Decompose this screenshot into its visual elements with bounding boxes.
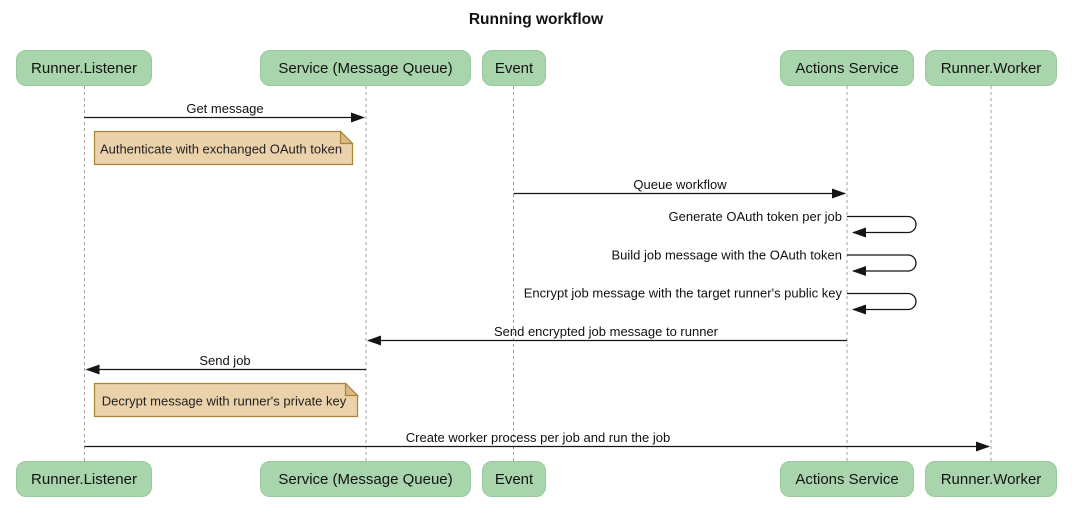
participant-runner-worker-top: Runner.Worker [925,50,1057,86]
participant-label: Service (Message Queue) [278,59,453,77]
message-label-get-message: Get message [186,101,263,116]
participant-label: Actions Service [795,59,899,77]
message-label-create-worker-process: Create worker process per job and run th… [406,430,670,445]
participant-service-message-queue-bottom: Service (Message Queue) [260,461,471,497]
message-selfloop-generate-oauth-token [847,215,917,238]
participant-runner-worker-bottom: Runner.Worker [925,461,1057,497]
participant-runner-listener-bottom: Runner.Listener [16,461,152,497]
participant-event-top: Event [482,50,546,86]
participant-runner-listener-top: Runner.Listener [16,50,152,86]
participant-label: Event [494,59,534,77]
note-authenticate-label: Authenticate with exchanged OAuth token [100,142,342,157]
participant-label: Runner.Listener [31,470,137,488]
message-selfloop-encrypt-job-message [847,292,917,315]
participant-label: Runner.Worker [940,470,1042,488]
message-label-queue-workflow: Queue workflow [633,177,727,192]
note-decrypt-fold-icon [344,382,359,397]
message-label-send-job: Send job [199,353,250,368]
participant-actions-service-top: Actions Service [780,50,914,86]
note-decrypt [93,382,359,418]
participant-service-message-queue-top: Service (Message Queue) [260,50,471,86]
message-label-build-job-message: Build job message with the OAuth token [611,248,842,263]
note-authenticate [93,130,354,166]
participant-label: Actions Service [795,470,899,488]
participant-label: Runner.Listener [31,59,137,77]
message-label-encrypt-job-message: Encrypt job message with the target runn… [524,286,843,301]
participant-label: Event [494,470,534,488]
participant-actions-service-bottom: Actions Service [780,461,914,497]
note-authenticate-fold-icon [339,130,354,145]
message-label-send-encrypted-job: Send encrypted job message to runner [494,324,719,339]
note-decrypt-label: Decrypt message with runner's private ke… [102,394,347,409]
message-selfloop-build-job-message [847,254,917,276]
message-label-generate-oauth-token: Generate OAuth token per job [669,209,842,224]
diagram-title: Running workflow [468,11,604,28]
participant-label: Runner.Worker [940,59,1042,77]
participant-event-bottom: Event [482,461,546,497]
participant-label: Service (Message Queue) [278,470,453,488]
